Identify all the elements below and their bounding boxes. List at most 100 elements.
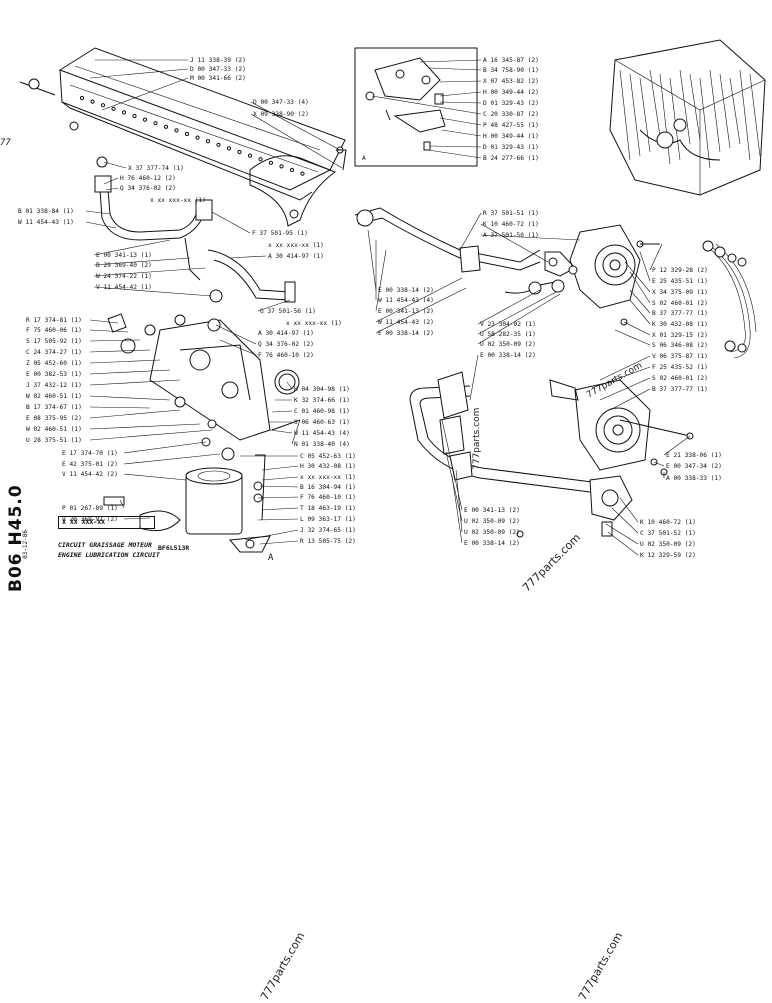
- part-label: J 32 374-65 (1): [300, 527, 356, 534]
- leader-line: [89, 339, 141, 342]
- leader-line: [614, 329, 651, 346]
- leader-line: [429, 67, 482, 71]
- part-label: E 21 338-06 (1): [666, 452, 722, 459]
- leader-line: [439, 80, 482, 83]
- hose-lines-drawing: [702, 240, 757, 359]
- part-label: X 09 338-90 (2): [253, 111, 309, 118]
- leader-line: [367, 229, 377, 291]
- part-label: W 24 374-22 (1): [96, 273, 152, 280]
- leader-line: [459, 212, 482, 251]
- cooler-bolt: [153, 121, 158, 126]
- part-label: F 76 460-10 (2): [258, 352, 314, 359]
- part-label: S 17 505-92 (1): [26, 338, 82, 345]
- cooler-bolt: [247, 153, 253, 158]
- part-label: F 75 460-06 (1): [26, 327, 82, 334]
- leader-line: [219, 339, 257, 356]
- leader-line: [455, 469, 463, 533]
- leader-line: [619, 497, 639, 523]
- part-label: X 34 375-09 (1): [652, 289, 708, 296]
- part-label: E 00 341-13 (2): [378, 308, 434, 315]
- part-label: S 06 460-63 (1): [294, 419, 350, 426]
- leader-line: [85, 210, 111, 215]
- part-label: A 30 414-97 (1): [258, 330, 314, 337]
- part-label: H 00 349-44 (1): [483, 133, 539, 140]
- engine-hatch-line: [699, 77, 711, 169]
- part-label: H 04 304-98 (1): [294, 386, 350, 393]
- part-label: D 00 347-33 (2): [190, 66, 246, 73]
- part-label: B 24 277-66 (1): [483, 155, 539, 162]
- leader-line: [629, 289, 651, 314]
- leader-line: [89, 395, 171, 401]
- engine-thumbnail-drawing: [609, 39, 766, 196]
- leader-line: [89, 423, 201, 430]
- engine-hatch-line: [659, 73, 671, 165]
- part-label: K 10 460-72 (1): [640, 519, 696, 526]
- part-label: X 37 377-74 (1): [128, 165, 184, 172]
- leader-line: [261, 507, 299, 511]
- part-label: P 12 329-28 (2): [652, 267, 708, 274]
- part-label: F 25 435-52 (1): [652, 364, 708, 371]
- part-label: C 37 501-52 (1): [640, 530, 696, 537]
- part-label: H 76 460-12 (2): [120, 175, 176, 182]
- engine-hatch-line: [629, 73, 641, 157]
- part-label: F 37 501-95 (1): [252, 230, 308, 237]
- inset-view-marker: A: [362, 155, 366, 162]
- engine-hatch-line: [739, 69, 751, 161]
- leader-line: [123, 473, 187, 481]
- leader-line: [375, 287, 467, 334]
- part-label: X 07 453-82 (2): [483, 78, 539, 85]
- leader-line: [624, 261, 651, 293]
- leader-line: [93, 267, 206, 277]
- title-french: CIRCUIT GRAISSAGE MOTEUR: [58, 541, 152, 549]
- cooler-bolt: [111, 106, 116, 111]
- parts-far-right-labels: P 12 329-28 (2) E 25 435-51 (1) X 34 375…: [652, 267, 722, 482]
- cooler-bolt: [90, 99, 95, 104]
- leader-line: [477, 293, 561, 345]
- leader-line: [93, 239, 171, 256]
- parts-inset-labels: A 16 345-87 (2) B 34 758-90 (1) X 07 453…: [483, 57, 539, 162]
- leader-line: [663, 435, 691, 456]
- leader-line: [609, 388, 651, 411]
- part-label: E 00 338-14 (2): [378, 287, 434, 294]
- part-label: M 00 341-66 (2): [190, 75, 246, 82]
- leader-line: [103, 161, 127, 169]
- parts-center-labels: D 00 347-33 (4) X 09 338-90 (2) F 37 501…: [252, 99, 356, 545]
- part-label: R 17 374-81 (1): [26, 317, 82, 324]
- part-label: C 20 330-87 (2): [483, 111, 539, 118]
- part-label: E 08 375-95 (2): [26, 415, 82, 422]
- part-label: C 05 452-63 (1): [300, 453, 356, 460]
- part-label: V 11 454-42 (2): [62, 471, 118, 478]
- engine-hatch-line: [689, 73, 701, 141]
- leader-line: [451, 475, 463, 544]
- inset-a-drawing: A: [354, 47, 478, 167]
- cooler-bolt: [174, 128, 179, 133]
- leader-line: [89, 329, 129, 333]
- view-marker-main: A: [268, 553, 274, 563]
- part-label: C 01 460-98 (1): [294, 408, 350, 415]
- leader-line: [441, 129, 482, 137]
- leader-line: [375, 277, 463, 323]
- leader-line: [427, 149, 482, 159]
- pump-assembly-drawing: [354, 207, 660, 326]
- code-box: X XX XXX-XX: [58, 516, 155, 529]
- part-label: H 00 349-44 (2): [483, 89, 539, 96]
- leader-line: [250, 113, 343, 169]
- leader-line: [259, 485, 299, 488]
- part-label: W 11 454-43 (4): [294, 430, 350, 437]
- leader-line: [101, 77, 189, 111]
- leader-lines: [85, 59, 691, 556]
- part-label: U 02 350-09 (2): [464, 518, 520, 525]
- part-label: U 02 350-09 (2): [480, 341, 536, 348]
- part-label: P 01 267-89 (1): [62, 505, 118, 512]
- cooler-bolt: [195, 135, 200, 140]
- part-label: E 00 341-13 (1): [96, 252, 152, 259]
- part-label: x xx xxx-xx (1): [268, 242, 324, 249]
- part-label: C 24 374-27 (1): [26, 349, 82, 356]
- part-label: A 30 414-97 (1): [268, 253, 324, 260]
- leader-line: [639, 251, 651, 282]
- part-label: E 00 347-34 (2): [666, 463, 722, 470]
- leader-line: [211, 211, 251, 234]
- oil-pipes-drawing: [94, 175, 296, 303]
- part-label: E 25 435-51 (1): [652, 278, 708, 285]
